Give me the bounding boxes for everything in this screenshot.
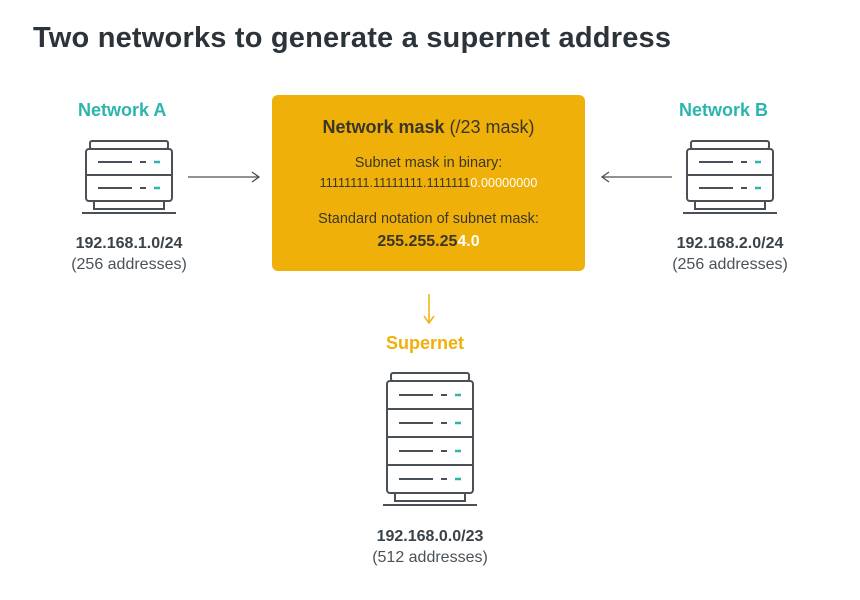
network-b-server-icon	[683, 140, 777, 214]
network-a-address: 192.168.1.0/24 (256 addresses)	[29, 233, 229, 275]
network-a-label: Network A	[78, 100, 167, 120]
network-b-cidr: 192.168.2.0/24	[676, 235, 784, 252]
supernet-label: Supernet	[386, 333, 465, 353]
supernet-cidr: 192.168.0.0/23	[376, 528, 484, 545]
network-b-label: Network B	[679, 100, 769, 120]
arrow-left-icon	[600, 171, 672, 183]
notation-mask: 255.255.254.0	[377, 233, 480, 250]
network-b-count: (256 addresses)	[672, 256, 788, 273]
network-b-address: 192.168.2.0/24 (256 addresses)	[630, 233, 830, 275]
network-mask-box: Network mask (/23 mask) Subnet mask in b…	[272, 95, 585, 271]
network-a-count: (256 addresses)	[71, 256, 187, 273]
arrow-down-icon	[423, 294, 435, 325]
supernet-server-icon	[383, 372, 477, 506]
network-a-cidr: 192.168.1.0/24	[75, 235, 183, 252]
mask-title: Network mask (/23 mask)	[322, 117, 535, 137]
notation-label: Standard notation of subnet mask:	[318, 211, 539, 227]
binary-mask: 11111111.11111111.11111110.00000000	[319, 176, 538, 190]
binary-label: Subnet mask in binary:	[354, 155, 503, 171]
arrow-right-icon	[188, 171, 261, 183]
supernet-count: (512 addresses)	[372, 549, 488, 566]
page-title: Two networks to generate a supernet addr…	[33, 22, 672, 54]
supernet-address: 192.168.0.0/23 (512 addresses)	[330, 526, 530, 568]
network-a-server-icon	[82, 140, 176, 214]
